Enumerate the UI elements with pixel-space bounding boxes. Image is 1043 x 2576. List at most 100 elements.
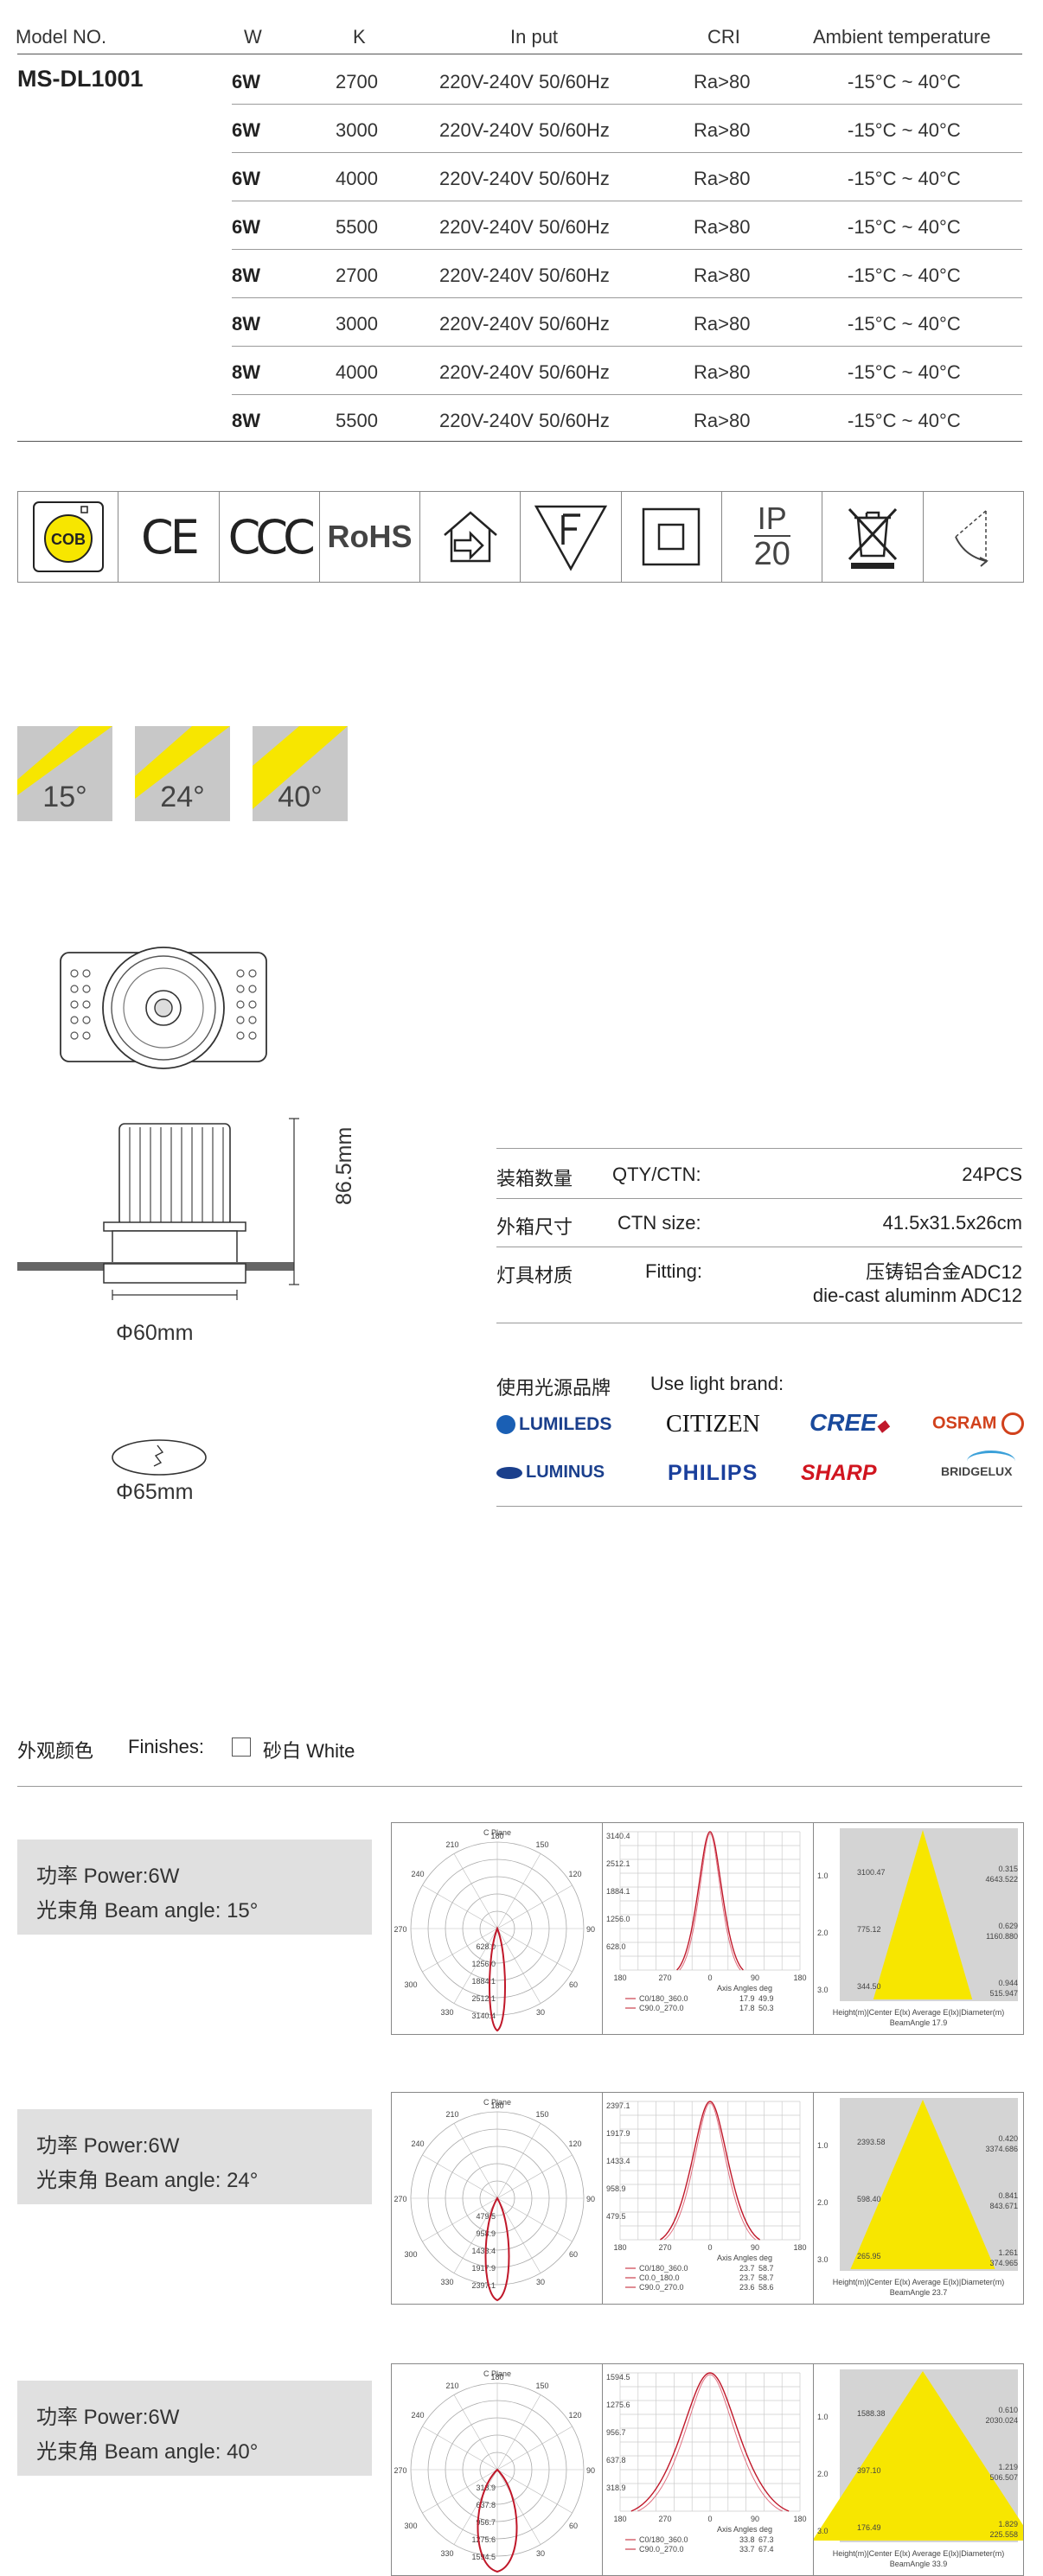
axis-angle-a: 23.6 bbox=[739, 2283, 755, 2292]
cartesian-x-label: 180 bbox=[793, 2243, 806, 2252]
spec-cell-k: 3000 bbox=[336, 119, 378, 141]
legend-entry: C90.0_270.0 bbox=[639, 2283, 684, 2292]
cartesian-y-value: 1275.6 bbox=[606, 2401, 630, 2409]
cone-height: 1.0 bbox=[817, 2141, 829, 2150]
polar-radial-value: 1275.6 bbox=[471, 2535, 496, 2544]
cartesian-x-label: 90 bbox=[751, 1973, 759, 1982]
polar-title: C Plane bbox=[483, 2369, 511, 2378]
polar-angle-label: 300 bbox=[404, 2522, 417, 2530]
polar-angle-label: 180 bbox=[490, 2101, 503, 2110]
light-cone bbox=[873, 1830, 973, 1999]
spec-cell-w: 8W bbox=[232, 361, 260, 383]
f-triangle-icon bbox=[534, 505, 608, 571]
cartesian-x-label: 180 bbox=[613, 2243, 626, 2252]
polar-angle-label: 270 bbox=[394, 2195, 406, 2203]
cutout-dimension: Φ65mm bbox=[116, 1480, 194, 1504]
indoor-mark bbox=[420, 492, 522, 582]
axis-angle-b: 58.7 bbox=[758, 2264, 774, 2273]
polar-angle-label: 30 bbox=[536, 2278, 545, 2286]
cone-average-lux: 3374.686 bbox=[985, 2145, 1018, 2153]
polar-chart: C Plane180150120906030210240270300330479… bbox=[394, 2098, 595, 2302]
spec-cell-ambient: -15°C ~ 40°C bbox=[848, 265, 961, 286]
spec-cell-cri: Ra>80 bbox=[694, 313, 751, 335]
axis-angle-a: 33.8 bbox=[739, 2535, 755, 2544]
cone-center-lux: 3100.47 bbox=[857, 1868, 886, 1877]
cutout-drawing bbox=[112, 1439, 207, 1476]
spec-cell-w: 8W bbox=[232, 265, 260, 286]
brand-sharp: SHARP bbox=[801, 1461, 877, 1485]
polar-angle-label: 210 bbox=[445, 1840, 458, 1849]
cone-average-lux: 506.507 bbox=[989, 2473, 1018, 2482]
packing-fitting-cn: 灯具材质 bbox=[496, 1265, 573, 1286]
beam-15-icon bbox=[17, 726, 112, 795]
power-label: 功率 Power:6W bbox=[36, 2406, 180, 2429]
finishes-en: Finishes: bbox=[128, 1736, 205, 1757]
polar-angle-label: 330 bbox=[440, 2549, 453, 2558]
polar-radial-value: 628.0 bbox=[476, 1942, 496, 1951]
ccc-icon: CCC bbox=[227, 509, 316, 564]
lumileds-logo-icon bbox=[496, 1415, 515, 1435]
polar-angle-label: 60 bbox=[569, 1980, 578, 1989]
rohs-icon: RoHS bbox=[327, 519, 413, 554]
cartesian-y-value: 628.0 bbox=[606, 1942, 626, 1951]
cone-diameter: 1.261 bbox=[998, 2248, 1018, 2257]
cone-average-lux: 4643.522 bbox=[985, 1875, 1018, 1884]
cob-badge: COB bbox=[18, 492, 119, 582]
power-label: 功率 Power:6W bbox=[36, 1865, 180, 1888]
cone-average-lux: 843.671 bbox=[989, 2202, 1018, 2210]
spec-cell-ambient: -15°C ~ 40°C bbox=[848, 410, 961, 431]
header-model: Model NO. bbox=[16, 26, 107, 48]
cone-center-lux: 1588.38 bbox=[857, 2409, 886, 2418]
cone-height: 3.0 bbox=[817, 2527, 829, 2535]
spec-cell-k: 5500 bbox=[336, 410, 378, 431]
cartesian-y-value: 1884.1 bbox=[606, 1887, 630, 1896]
legend-entry: C0/180_360.0 bbox=[639, 2535, 688, 2544]
axis-angle-a: 23.7 bbox=[739, 2264, 755, 2273]
cone-average-lux: 225.558 bbox=[989, 2530, 1018, 2539]
cone-height: 3.0 bbox=[817, 2255, 829, 2264]
cone-average-lux: 374.965 bbox=[989, 2259, 1018, 2267]
polar-angle-label: 210 bbox=[445, 2382, 458, 2390]
packing-size-cn: 外箱尺寸 bbox=[496, 1216, 573, 1238]
legend-entry: C90.0_270.0 bbox=[639, 2545, 684, 2554]
spec-cell-input: 220V-240V 50/60Hz bbox=[439, 361, 610, 383]
brand-lumileds-label: LUMILEDS bbox=[519, 1414, 612, 1434]
top-view-drawing bbox=[60, 947, 267, 1069]
ce-icon: CE bbox=[141, 509, 200, 564]
cartesian-x-label: 270 bbox=[658, 2515, 671, 2523]
axis-angle-b: 67.3 bbox=[758, 2535, 774, 2544]
cartesian-curve-line-2 bbox=[637, 2374, 783, 2512]
power-label: 功率 Power:6W bbox=[36, 2134, 180, 2158]
polar-radial-value: 958.9 bbox=[476, 2229, 496, 2238]
spec-cell-k: 3000 bbox=[336, 313, 378, 335]
axis-angles-title: Axis Angles deg bbox=[717, 2254, 772, 2262]
polar-angle-label: 60 bbox=[569, 2250, 578, 2259]
spec-cell-w: 6W bbox=[232, 71, 260, 92]
packing-fitting-value: 压铸铝合金ADC12 bbox=[866, 1261, 1022, 1283]
cone-average-lux: 515.947 bbox=[989, 1989, 1018, 1998]
cone-diameter: 0.420 bbox=[998, 2134, 1018, 2143]
cone-height: 3.0 bbox=[817, 1986, 829, 1994]
cartesian-x-label: 90 bbox=[751, 2515, 759, 2523]
cone-diameter: 0.944 bbox=[998, 1979, 1018, 1987]
polar-curve-line bbox=[489, 1926, 506, 2032]
packing-size-en: CTN size: bbox=[617, 1212, 701, 1234]
certification-strip: COB CE CCC RoHS IP 20 bbox=[17, 491, 1024, 583]
polar-angle-label: 180 bbox=[490, 1832, 503, 1840]
polar-radial-value: 1884.1 bbox=[471, 1977, 496, 1986]
spec-cell-w: 6W bbox=[232, 168, 260, 189]
brand-cree-label: CREE bbox=[809, 1409, 877, 1436]
finishes-cn: 外观颜色 bbox=[17, 1740, 94, 1762]
finish-white-checkbox[interactable] bbox=[232, 1738, 251, 1757]
polar-radial-value: 1256.0 bbox=[471, 1960, 496, 1968]
finishes-rule bbox=[17, 1786, 1022, 1787]
beam-40-label: 40° bbox=[278, 781, 323, 813]
